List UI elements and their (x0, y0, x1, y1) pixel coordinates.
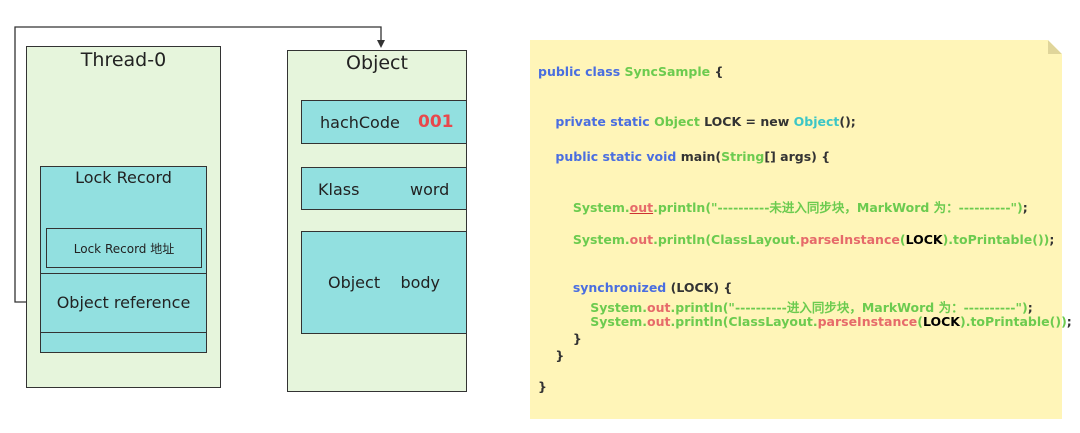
code-token: Object (793, 114, 840, 129)
object-body-label: Object body (327, 273, 441, 292)
code-line: System.out.println("----------未进入同步块，Mar… (538, 197, 1028, 216)
lock-record-address-box: Lock Record 地址 (46, 228, 202, 268)
code-token: out (629, 200, 654, 215)
code-line: System.out.println(ClassLayout.parseInst… (538, 232, 1055, 247)
code-note (530, 40, 1062, 419)
code-token: LOCK (922, 314, 960, 329)
code-token: Object (654, 114, 705, 129)
code-token: (); (839, 114, 856, 129)
code-token: ).toPrintable()) (942, 232, 1050, 247)
code-line: } (538, 379, 547, 394)
code-token: ; (1027, 300, 1033, 315)
code-token: out (647, 314, 671, 329)
code-line: } (538, 331, 582, 346)
code-line: public static void main(String[] args) { (538, 149, 830, 164)
code-token: { (714, 64, 724, 79)
code-token: parseInstance (800, 232, 900, 247)
code-token: ; (1049, 232, 1055, 247)
code-line: System.out.println("----------进入同步块，Mark… (538, 297, 1033, 316)
code-line: synchronized (LOCK) { (538, 280, 732, 295)
object-reference-label: Object reference (56, 293, 191, 312)
klass-word-box: Klass word (301, 167, 467, 210)
code-token: LOCK = new (704, 114, 794, 129)
object-body-box: Object body (301, 231, 467, 334)
code-token: LOCK (905, 232, 943, 247)
code-token: synchronized (538, 280, 671, 295)
object-reference-box: Object reference (40, 273, 207, 333)
hashcode-value: 001 (418, 112, 454, 132)
code-token: } (538, 348, 565, 363)
code-token: ( (899, 232, 906, 247)
hashcode-label: hachCode (320, 113, 400, 132)
code-line: } (538, 348, 564, 363)
code-token: .println("----------进入同步块，MarkWord 为：---… (670, 300, 1028, 315)
thread-title: Thread-0 (80, 49, 167, 71)
folded-corner-icon (1048, 40, 1062, 54)
code-line: public class SyncSample { (538, 64, 723, 79)
code-token: System. (538, 232, 630, 247)
lock-record-address-label: Lock Record 地址 (73, 242, 175, 256)
code-token: ).toPrintable()) (959, 314, 1067, 329)
lock-record-label: Lock Record (75, 168, 172, 187)
code-token: ; (1022, 200, 1028, 215)
code-token: String (721, 149, 765, 164)
code-token: } (538, 331, 582, 346)
word-label: word (410, 180, 450, 199)
code-token: .println(ClassLayout. (670, 314, 818, 329)
code-token: out (647, 300, 671, 315)
code-token: .println("----------未进入同步块，MarkWord 为：--… (653, 200, 1023, 215)
hashcode-box: hachCode 001 (301, 100, 467, 144)
code-token: SyncSample (624, 64, 715, 79)
code-token: parseInstance (817, 314, 918, 329)
code-token: System. (538, 314, 648, 329)
code-token: public class (538, 64, 625, 79)
code-token: } (538, 379, 547, 394)
code-token: public static void (538, 149, 681, 164)
object-title: Object (346, 52, 408, 74)
code-token: private static (538, 114, 655, 129)
code-token: ( (917, 314, 923, 329)
code-token: main( (680, 149, 722, 164)
code-line: private static Object LOCK = new Object(… (538, 114, 856, 129)
code-token: System. (538, 300, 648, 315)
code-line: System.out.println(ClassLayout.parseInst… (538, 314, 1072, 329)
code-token: out (629, 232, 654, 247)
code-token: (LOCK) { (670, 280, 733, 295)
code-token: ; (1066, 314, 1072, 329)
klass-label: Klass (318, 180, 360, 199)
code-token: [] args) { (764, 149, 831, 164)
code-token: .println(ClassLayout. (653, 232, 801, 247)
code-token: System. (538, 200, 630, 215)
